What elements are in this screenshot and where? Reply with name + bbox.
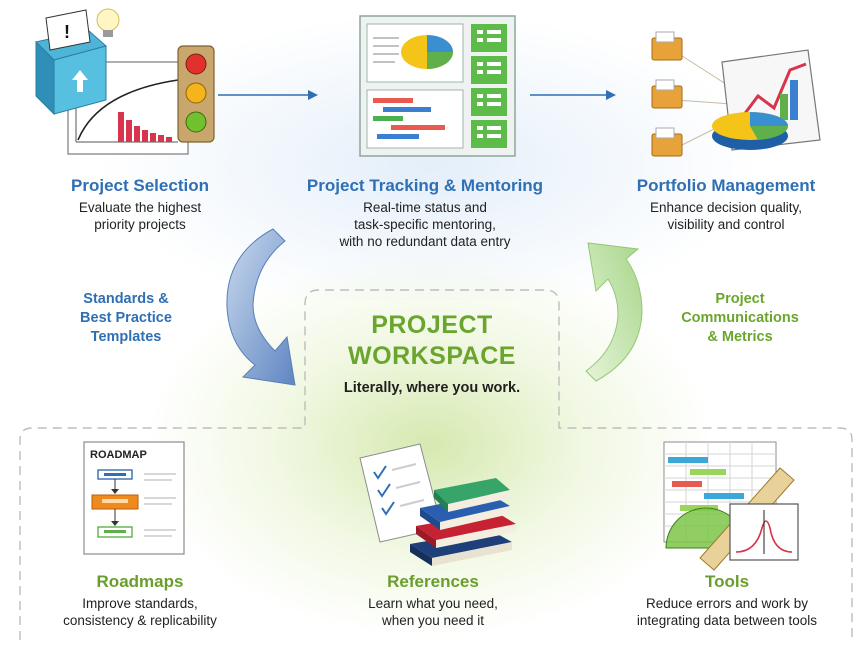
portfolio-management-section: Portfolio Management Enhance decision qu…	[606, 176, 846, 233]
desc-line: priority projects	[94, 217, 186, 232]
references-section: References Learn what you need, when you…	[318, 572, 548, 629]
side-label-line: Best Practice	[80, 310, 172, 326]
tools-title: Tools	[704, 572, 750, 591]
desc-line: Real-time status and	[363, 200, 487, 215]
project-selection-title: Project Selection	[71, 176, 209, 195]
workspace-title-line: PROJECT	[371, 311, 493, 339]
project-selection-icon: !	[35, 8, 215, 155]
side-label-line: Standards &	[83, 291, 169, 307]
desc-line: visibility and control	[667, 217, 785, 232]
desc-line: Reduce errors and work by	[645, 596, 809, 611]
desc-line: when you need it	[381, 613, 485, 628]
svg-text:!: !	[64, 22, 70, 42]
side-label-line: Project	[715, 291, 765, 307]
references-desc: Learn what you need, when you need it	[318, 595, 548, 629]
desc-line: task-specific mentoring,	[354, 217, 496, 232]
side-label-line: Communications	[681, 310, 799, 326]
project-workspace: PROJECT WORKSPACE Literally, where you w…	[305, 310, 559, 396]
workspace-tagline: Literally, where you work.	[343, 380, 521, 396]
roadmap-document-icon: ROADMAP	[83, 441, 185, 555]
curved-arrow-blue-icon	[226, 228, 296, 386]
project-tracking-section: Project Tracking & Mentoring Real-time s…	[285, 176, 565, 250]
desc-line: Improve standards,	[82, 596, 198, 611]
desc-line: integrating data between tools	[636, 613, 818, 628]
references-books-icon	[359, 443, 516, 566]
standards-label: Standards & Best Practice Templates	[56, 290, 196, 347]
project-selection-section: Project Selection Evaluate the highest p…	[30, 176, 250, 233]
workspace-title: PROJECT WORKSPACE	[305, 310, 559, 372]
desc-line: Enhance decision quality,	[649, 200, 803, 215]
roadmaps-title: Roadmaps	[96, 572, 184, 591]
desc-line: with no redundant data entry	[339, 234, 511, 249]
project-tracking-title: Project Tracking & Mentoring	[306, 176, 544, 195]
tools-section: Tools Reduce errors and work by integrat…	[602, 572, 852, 629]
flow-arrows	[218, 90, 616, 100]
curved-arrow-green-icon	[585, 242, 643, 382]
roadmap-doc-label: ROADMAP	[90, 449, 147, 461]
desc-line: Learn what you need,	[368, 596, 498, 611]
tools-desc: Reduce errors and work by integrating da…	[602, 595, 852, 629]
desc-line: Evaluate the highest	[78, 200, 202, 215]
communications-label: Project Communications & Metrics	[665, 290, 815, 347]
portfolio-management-title: Portfolio Management	[636, 176, 816, 195]
references-title: References	[387, 572, 479, 591]
project-tracking-icon	[359, 15, 516, 157]
side-label-line: Templates	[90, 329, 162, 345]
tools-icon	[663, 441, 799, 571]
portfolio-management-desc: Enhance decision quality, visibility and…	[606, 199, 846, 233]
workspace-title-line: WORKSPACE	[348, 342, 516, 370]
portfolio-management-icon	[651, 31, 821, 157]
side-label-line: & Metrics	[707, 329, 773, 345]
project-selection-desc: Evaluate the highest priority projects	[30, 199, 250, 233]
desc-line: consistency & replicability	[63, 613, 217, 628]
roadmaps-section: Roadmaps Improve standards, consistency …	[20, 572, 260, 629]
project-tracking-desc: Real-time status and task-specific mento…	[285, 199, 565, 250]
roadmaps-desc: Improve standards, consistency & replica…	[20, 595, 260, 629]
